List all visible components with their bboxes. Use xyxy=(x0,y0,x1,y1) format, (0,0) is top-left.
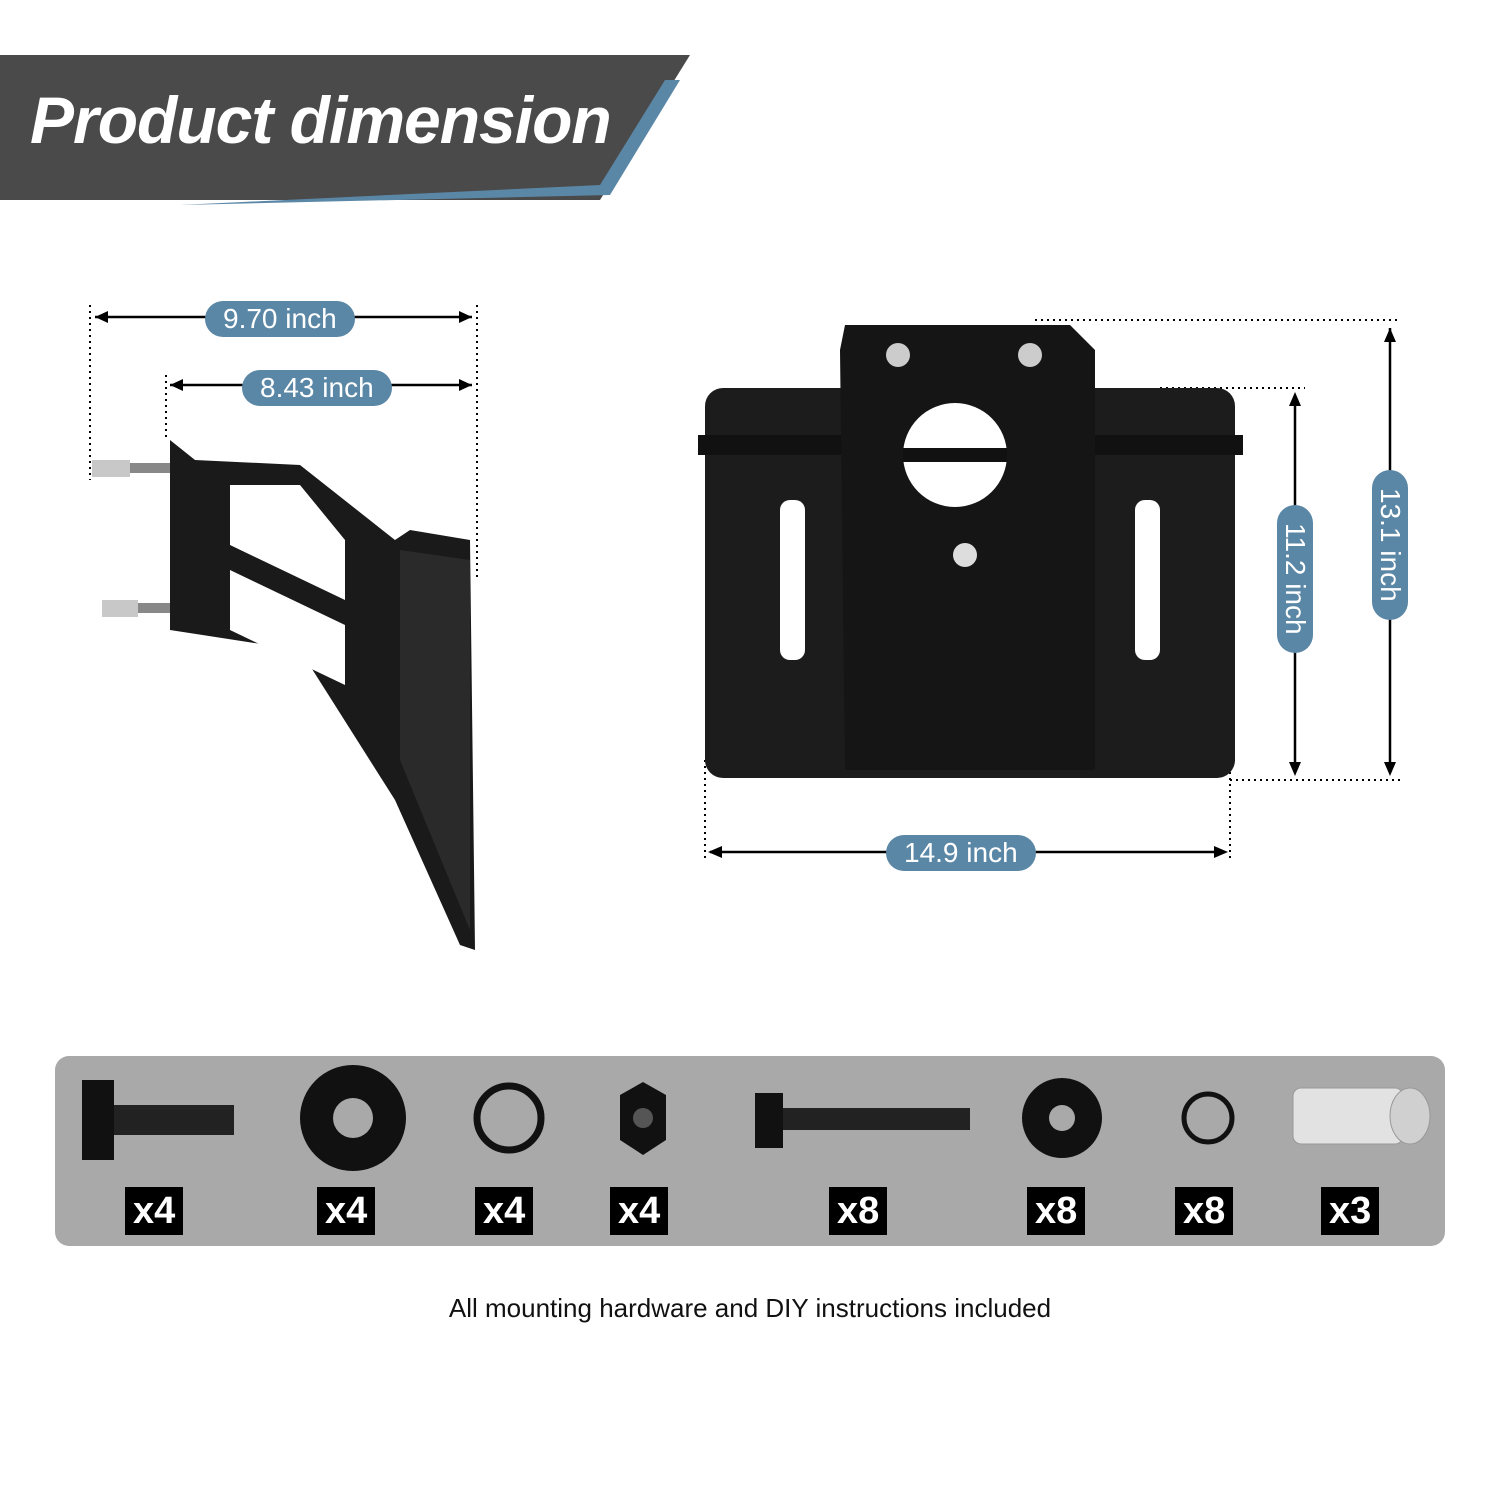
hex-bolt-long-icon xyxy=(755,1093,970,1148)
side-view-illustration xyxy=(89,305,478,950)
qty-lock-washer-small: x8 xyxy=(1175,1187,1234,1235)
qty-flat-washer-large: x4 xyxy=(317,1187,376,1235)
flat-washer-small-icon xyxy=(1022,1078,1102,1158)
dimension-label-width: 14.9 inch xyxy=(886,835,1036,871)
qty-lock-washer-large: x4 xyxy=(475,1187,534,1235)
lug-nut-icon xyxy=(1292,1087,1431,1145)
header-banner xyxy=(0,55,690,205)
flat-washer-large-icon xyxy=(300,1065,406,1171)
qty-flat-washer-small: x8 xyxy=(1027,1187,1086,1235)
split-lock-washer-small-icon xyxy=(1181,1091,1235,1145)
qty-hex-bolt-long: x8 xyxy=(829,1187,888,1235)
front-view-illustration xyxy=(698,319,1400,860)
qty-flange-nut: x4 xyxy=(610,1187,669,1235)
hardware-caption: All mounting hardware and DIY instructio… xyxy=(448,1293,1052,1323)
split-lock-washer-large-icon xyxy=(473,1082,545,1154)
dimension-label-inner-height: 11.2 inch xyxy=(1277,505,1313,653)
page-title: Product dimension xyxy=(30,83,612,157)
hex-bolt-large-icon xyxy=(82,1080,234,1160)
dimension-label-total-height: 13.1 inch xyxy=(1372,470,1408,620)
qty-hex-bolt-large: x4 xyxy=(125,1187,184,1235)
flange-nut-icon xyxy=(620,1082,666,1155)
dimension-label-plate-depth: 8.43 inch xyxy=(242,370,392,406)
dimension-label-overall-depth: 9.70 inch xyxy=(205,301,355,337)
hardware-icons xyxy=(82,1065,1431,1171)
qty-lug-nut: x3 xyxy=(1321,1187,1380,1235)
